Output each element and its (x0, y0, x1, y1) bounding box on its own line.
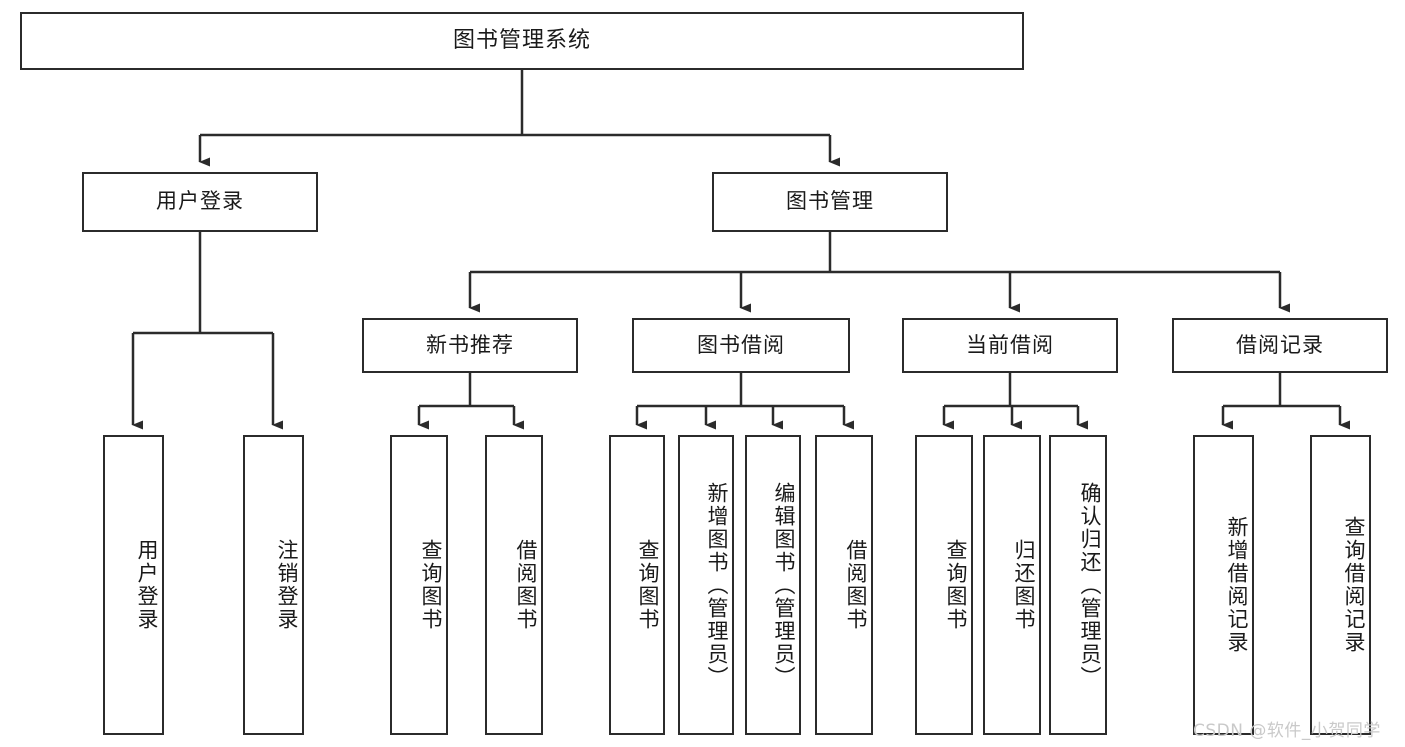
node-book-borrow[interactable]: 图书借阅 (632, 318, 850, 373)
leaf-query-book-current[interactable]: 查询图书 (915, 435, 973, 735)
leaf-query-book-recommend[interactable]: 查询图书 (390, 435, 448, 735)
node-borrow-record[interactable]: 借阅记录 (1172, 318, 1388, 373)
leaf-query-borrow-record[interactable]: 查询借阅记录 (1310, 435, 1371, 735)
node-new-book-rec[interactable]: 新书推荐 (362, 318, 578, 373)
node-user-login[interactable]: 用户登录 (82, 172, 318, 232)
leaf-add-borrow-record[interactable]: 新增借阅记录 (1193, 435, 1254, 735)
node-root-system[interactable]: 图书管理系统 (20, 12, 1024, 70)
leaf-add-book-admin[interactable]: 新增图书（管理员） (678, 435, 734, 735)
leaf-borrow-book[interactable]: 借阅图书 (815, 435, 873, 735)
csdn-watermark: CSDN @软件_小贺同学 (1193, 721, 1381, 741)
leaf-edit-book-admin[interactable]: 编辑图书（管理员） (745, 435, 801, 735)
leaf-user-login[interactable]: 用户登录 (103, 435, 164, 735)
node-book-manage[interactable]: 图书管理 (712, 172, 948, 232)
node-current-borrow[interactable]: 当前借阅 (902, 318, 1118, 373)
leaf-query-book-borrow[interactable]: 查询图书 (609, 435, 665, 735)
leaf-logout[interactable]: 注销登录 (243, 435, 304, 735)
leaf-confirm-return-admin[interactable]: 确认归还（管理员） (1049, 435, 1107, 735)
leaf-return-book[interactable]: 归还图书 (983, 435, 1041, 735)
leaf-borrow-book-recommend[interactable]: 借阅图书 (485, 435, 543, 735)
